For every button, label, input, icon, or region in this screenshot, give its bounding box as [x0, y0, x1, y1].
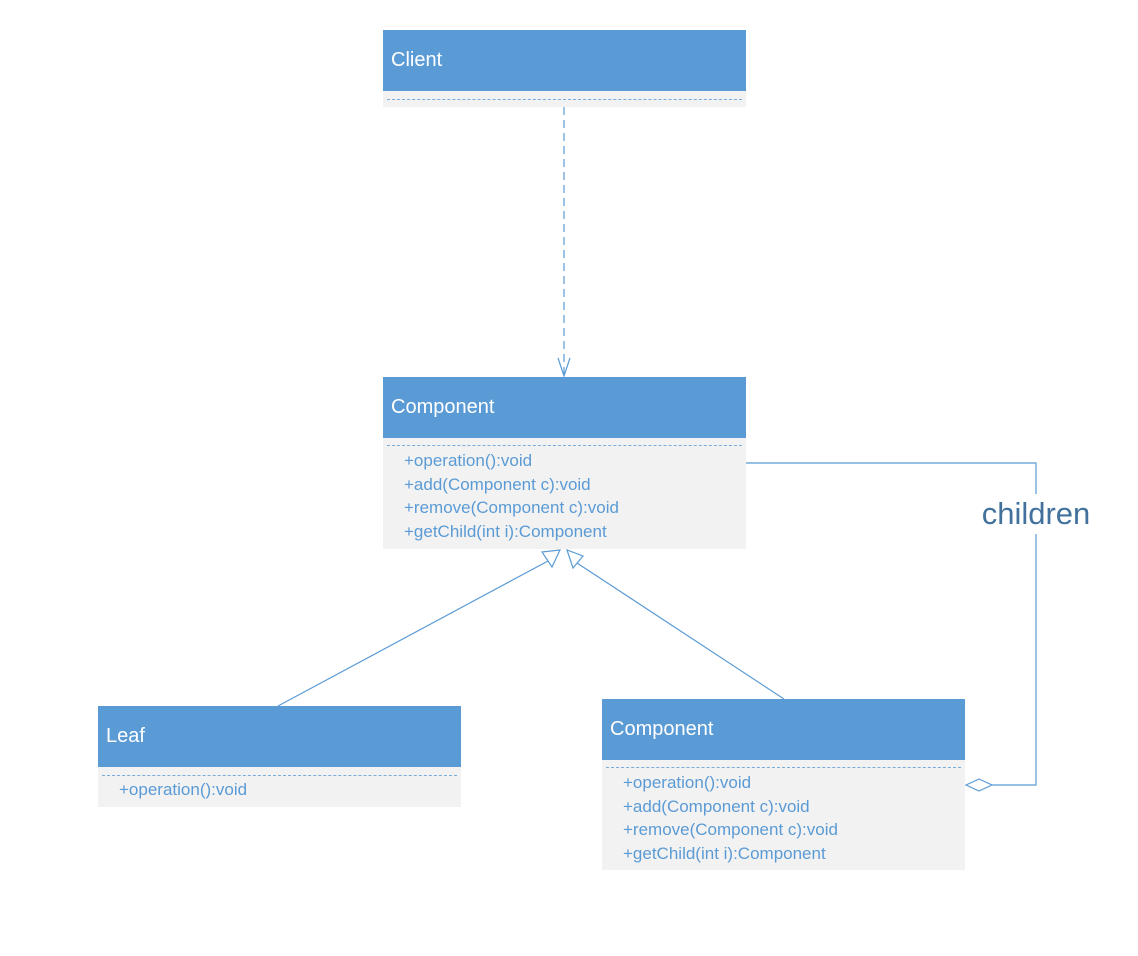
- composite-compartment-divider: [606, 767, 961, 768]
- component-operations: +operation():void +add(Component c):void…: [404, 449, 619, 543]
- component-operation: +add(Component c):void: [404, 474, 591, 494]
- component-compartment-divider: [387, 445, 742, 446]
- leaf-class[interactable]: Leaf +operation():void: [98, 706, 461, 807]
- component-operation: +getChild(int i):Component: [404, 521, 607, 541]
- leaf-generalization-arrowhead: [540, 549, 561, 569]
- leaf-generalization-line: [277, 560, 549, 707]
- composite-class[interactable]: Component +operation():void +add(Compone…: [602, 699, 965, 870]
- component-class[interactable]: Component +operation():void +add(Compone…: [383, 377, 746, 549]
- composite-operation: +operation():void: [623, 773, 752, 792]
- composite-generalization-arrowhead: [566, 548, 585, 570]
- component-operation: +operation():void: [404, 451, 533, 470]
- aggregation-diamond: [964, 778, 994, 792]
- dependency-arrowhead: [557, 357, 571, 378]
- client-class[interactable]: Client: [383, 30, 746, 107]
- leaf-operation: +operation():void: [119, 780, 248, 799]
- composite-operation: +add(Component c):void: [623, 796, 810, 816]
- composite-operations: +operation():void +add(Component c):void…: [623, 771, 838, 865]
- composite-generalization-line: [576, 562, 785, 700]
- component-operation: +remove(Component c):void: [404, 498, 619, 517]
- composite-operation: +remove(Component c):void: [623, 820, 838, 839]
- client-class-name: Client: [383, 30, 746, 91]
- composite-class-name: Component: [602, 699, 965, 760]
- leaf-class-name: Leaf: [98, 706, 461, 767]
- client-compartment-divider: [387, 99, 742, 100]
- component-class-name: Component: [383, 377, 746, 438]
- composite-operation: +getChild(int i):Component: [623, 843, 826, 863]
- leaf-compartment-divider: [102, 775, 457, 776]
- leaf-operations: +operation():void: [119, 778, 247, 802]
- aggregation-line: [746, 462, 1037, 786]
- children-label: children: [970, 494, 1102, 534]
